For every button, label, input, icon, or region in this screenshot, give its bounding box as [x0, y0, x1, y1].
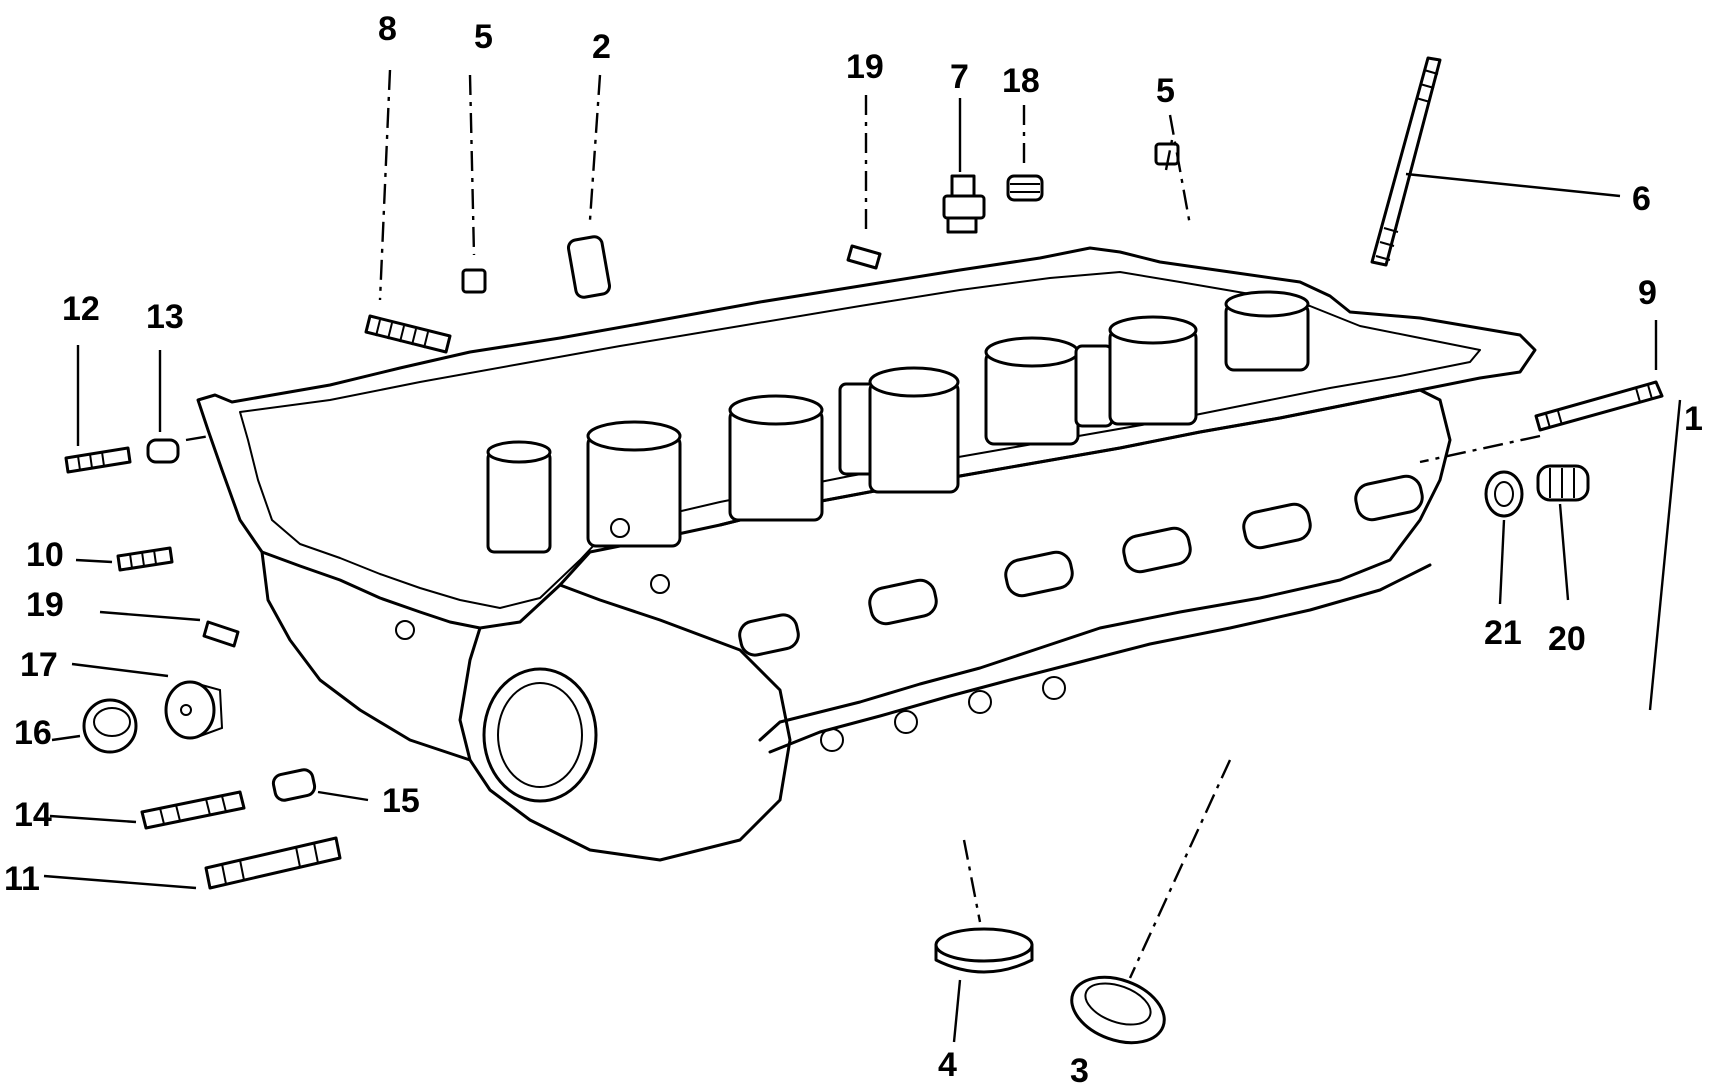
callout-17: 17 — [20, 646, 58, 684]
part-9-stud — [1534, 380, 1664, 432]
part-6-long-stud — [1370, 56, 1442, 267]
head-left-end — [260, 550, 472, 762]
part-21-ring — [1484, 470, 1524, 518]
callout-14: 14 — [14, 796, 52, 834]
part-13-dowel — [146, 438, 180, 464]
part-18-plug — [1006, 174, 1044, 202]
callout-11: 11 — [4, 860, 40, 898]
part-14-stud — [140, 790, 246, 830]
part-4-ring — [934, 927, 1034, 974]
side-ports — [738, 474, 1424, 657]
callout-2: 2 — [592, 28, 611, 66]
part-17-plug — [164, 680, 224, 740]
callout-9: 9 — [1638, 274, 1657, 312]
part-2-sleeve — [566, 235, 612, 299]
callout-4: 4 — [938, 1046, 957, 1084]
callout-5-top-left: 5 — [474, 18, 493, 56]
part-16-ring — [82, 698, 138, 754]
front-bore-inner — [497, 682, 583, 788]
part-10-stud — [116, 546, 174, 572]
part-3-ring — [1070, 975, 1166, 1045]
part-11-stud — [204, 836, 342, 890]
callout-10: 10 — [26, 536, 64, 574]
callout-20: 20 — [1548, 620, 1586, 658]
callout-5-top-right: 5 — [1156, 72, 1175, 110]
part-5-dowel-a — [461, 268, 487, 294]
part-19-top-stud — [846, 244, 882, 270]
callout-3: 3 — [1070, 1052, 1089, 1088]
front-bore — [482, 667, 598, 803]
part-12-stud — [64, 446, 132, 474]
callout-6: 6 — [1632, 180, 1651, 218]
leader-lines — [43, 69, 1682, 1043]
head-front-end — [458, 583, 792, 862]
callout-16: 16 — [14, 714, 52, 752]
cylinder-head — [196, 246, 1537, 862]
callout-13: 13 — [146, 298, 184, 336]
part-8-stud — [364, 314, 452, 354]
part-15-dowel — [271, 768, 317, 802]
callout-1: 1 — [1684, 400, 1703, 438]
callout-8: 8 — [378, 10, 397, 48]
callout-12: 12 — [62, 290, 100, 328]
head-side-wall — [718, 388, 1452, 742]
callout-labels: 8 5 2 19 7 18 5 6 9 1 12 13 10 19 17 16 … — [4, 10, 1703, 1088]
part-19-left-stud — [202, 620, 240, 648]
callout-15: 15 — [382, 782, 420, 820]
callout-18: 18 — [1002, 62, 1040, 100]
part-20-plug — [1536, 464, 1590, 502]
callout-19-left: 19 — [26, 586, 64, 624]
callout-21: 21 — [1484, 614, 1522, 652]
valve-towers — [486, 290, 1310, 554]
callout-19-top: 19 — [846, 48, 884, 86]
callout-7: 7 — [950, 58, 969, 96]
bolt-bosses — [395, 518, 1066, 752]
part-7-fitting — [942, 174, 986, 234]
head-bottom-edge — [768, 563, 1432, 754]
